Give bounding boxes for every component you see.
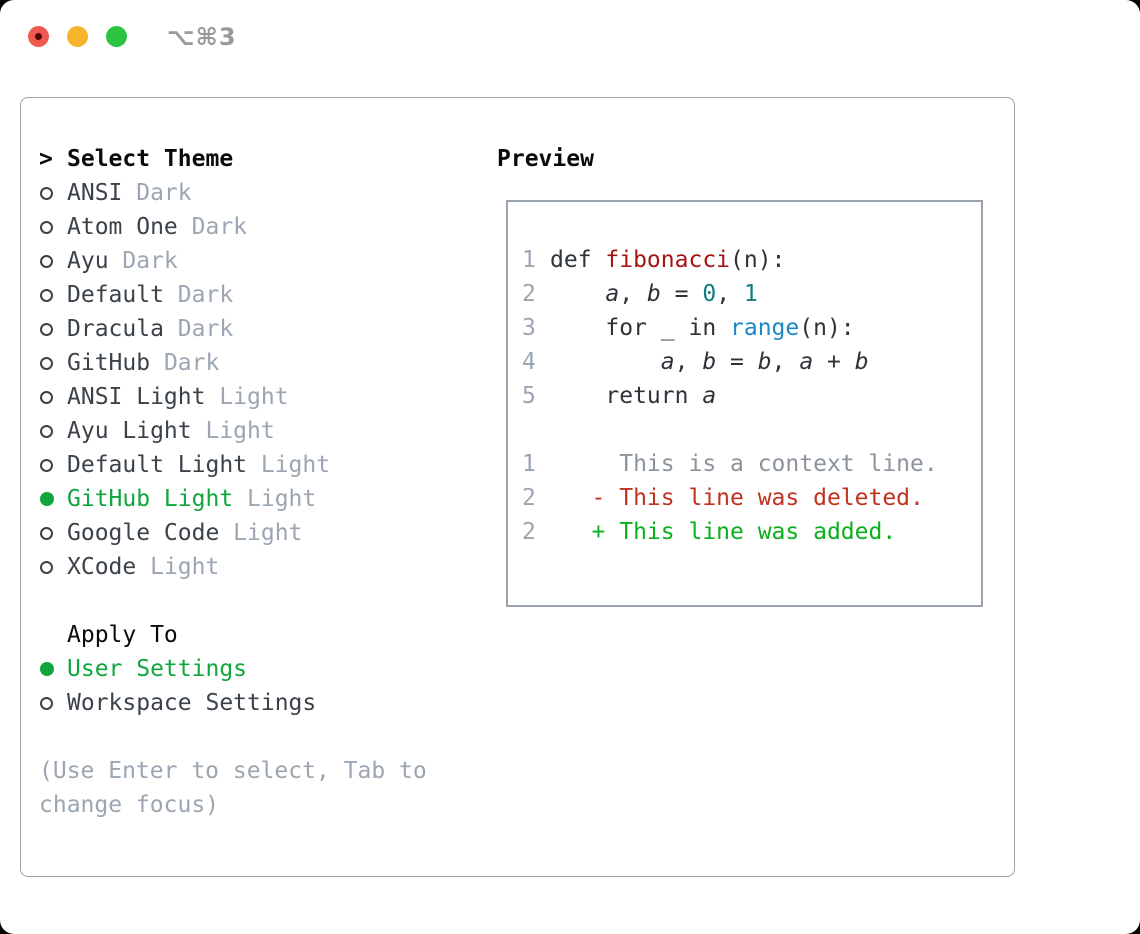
prompt-icon: > [39,146,53,172]
radio-icon [40,356,53,370]
option-variant-label: Dark [150,350,220,376]
option-variant-label: Light [136,554,220,580]
diff-line: 2 - This line was deleted. [522,481,981,515]
option-label: Default Light [67,452,248,478]
theme-option[interactable]: Default Dark [39,278,427,312]
option-variant-label: Dark [163,282,234,308]
close-button[interactable] [28,26,49,47]
option-variant-label: Dark [122,180,192,206]
option-label: GitHub Light [67,486,234,512]
radio-icon [40,288,53,302]
diff-line: 2 + This line was added. [522,515,981,549]
option-variant-label: Light [247,452,331,478]
option-label: GitHub [67,350,151,376]
apply-to-title: Apply To [67,622,178,648]
code-line: 2 a, b = 0, 1 [522,277,981,311]
option-variant-label: Dark [177,214,248,240]
theme-option[interactable]: Default Light Light [39,448,427,482]
option-label: Workspace Settings [67,690,317,716]
code-line: 3 for _ in range(n): [522,311,981,345]
line-number: 2 [522,519,536,545]
radio-icon [40,186,53,200]
option-variant-label: Light [191,418,275,444]
apply-option[interactable]: User Settings [39,652,427,686]
minimize-button[interactable] [67,26,88,47]
theme-option[interactable]: Google Code Light [39,516,427,550]
option-label: Google Code [67,520,220,546]
option-label: Default [67,282,164,308]
theme-option[interactable]: Ayu Dark [39,244,427,278]
option-variant-label: Light [205,384,289,410]
theme-option[interactable]: ANSI Dark [39,176,427,210]
preview-title: Preview [497,146,594,172]
line-number: 4 [522,349,536,375]
option-label: ANSI Light [67,384,206,410]
theme-option[interactable]: ANSI Light Light [39,380,427,414]
apply-to-header: Apply To [39,618,427,652]
option-variant-label: Dark [108,248,178,274]
hint-line-1: (Use Enter to select, Tab to [39,758,427,784]
radio-selected-icon [40,492,54,506]
radio-icon [40,390,53,404]
titlebar: ⌥⌘3 [0,0,1140,70]
option-variant-label: Dark [163,316,234,342]
line-number: 2 [522,485,536,511]
radio-icon [40,424,53,438]
option-label: User Settings [67,656,248,682]
line-number: 1 [522,247,536,273]
diff-line: 1 This is a context line. [522,447,981,481]
option-variant-label: Light [233,486,317,512]
select-theme-title: Select Theme [67,146,234,172]
radio-selected-icon [40,662,54,676]
apply-option[interactable]: Workspace Settings [39,686,427,720]
code-line: 4 a, b = b, a + b [522,345,981,379]
code-line: 5 return a [522,379,981,413]
radio-icon [40,696,53,710]
radio-icon [40,458,53,472]
spacer [522,413,981,447]
theme-option[interactable]: Atom One Dark [39,210,427,244]
theme-option[interactable]: Ayu Light Light [39,414,427,448]
theme-option[interactable]: XCode Light [39,550,427,584]
theme-option[interactable]: GitHub Dark [39,346,427,380]
line-number: 1 [522,451,536,477]
line-number: 3 [522,315,536,341]
theme-option[interactable]: GitHub Light Light [39,482,427,516]
spacer [39,720,427,754]
line-number: 2 [522,281,536,307]
radio-icon [40,254,53,268]
option-label: Ayu Light [67,418,192,444]
option-label: ANSI [67,180,123,206]
radio-icon [40,526,53,540]
window-title: ⌥⌘3 [167,23,237,51]
option-label: Atom One [67,214,178,240]
option-label: Ayu [67,248,109,274]
select-theme-header: > Select Theme [39,142,427,176]
radio-icon [40,560,53,574]
radio-icon [40,220,53,234]
spacer [39,584,427,618]
hint-line-2: change focus) [39,792,220,818]
option-variant-label: Light [219,520,303,546]
option-label: XCode [67,554,137,580]
option-label: Dracula [67,316,164,342]
zoom-button[interactable] [106,26,127,47]
radio-icon [40,322,53,336]
theme-option[interactable]: Dracula Dark [39,312,427,346]
line-number: 5 [522,383,536,409]
